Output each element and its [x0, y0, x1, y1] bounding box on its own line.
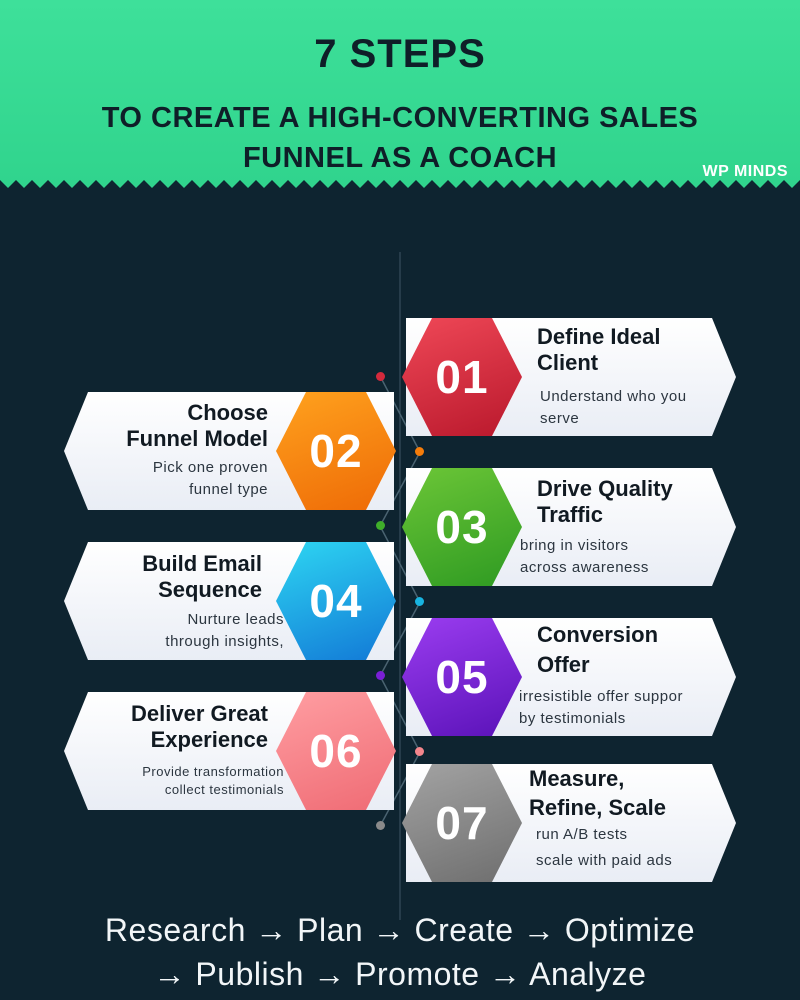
step-title-06-line1: Deliver Great [131, 701, 268, 726]
step-desc-05-line1: irresistible offer suppor [519, 688, 683, 705]
step-title-04-line1: Build Email [142, 551, 262, 576]
process-flow-line-2: → Publish → Promote → Analyze [153, 956, 647, 992]
step-title-02-line2: Funnel Model [126, 426, 268, 451]
subtitle-line-2: FUNNEL AS A COACH [242, 142, 558, 174]
step-desc-02: Pick one proven funnel type [90, 457, 268, 501]
step-hex-07: 07 [402, 764, 522, 882]
step-hex-05: 05 [402, 618, 522, 736]
step-title-01-line2: Client [537, 350, 599, 375]
step-desc-05: irresistible offer suppor by testimonial… [519, 686, 729, 730]
page-subtitle: TO CREATE A HIGH-CONVERTING SALES FUNNEL… [0, 98, 800, 178]
step-title-01-line1: Define Ideal [537, 324, 661, 349]
step-number-02: 02 [309, 425, 363, 477]
step-title-06-line2: Experience [150, 727, 268, 752]
step-hex-04: 04 [276, 542, 396, 660]
step-desc-07-line1: run A/B tests [536, 826, 628, 843]
step-title-02: Choose Funnel Model [80, 400, 268, 452]
step-title-07-line2: Refine, Scale [529, 795, 666, 820]
step-number-07: 07 [435, 797, 489, 849]
step-desc-06-line2: collect testimonials [164, 782, 284, 797]
connector-dot-03 [376, 521, 385, 530]
step-title-03-line1: Drive Quality [537, 476, 673, 501]
step-desc-04-line2: through insights, [165, 633, 284, 650]
step-desc-01-line1: Understand who you [540, 388, 687, 405]
step-title-05-line1: Conversion [537, 622, 659, 647]
step-title-07-line1: Measure, [529, 766, 625, 791]
connector-dot-02 [415, 447, 424, 456]
step-desc-07: run A/B tests scale with paid ads [536, 822, 726, 874]
step-number-06: 06 [309, 725, 363, 777]
step-desc-01: Understand who you serve [540, 386, 725, 430]
connector-dot-06 [415, 747, 424, 756]
step-title-04: Build Email Sequence [80, 551, 262, 603]
step-desc-03-line1: bring in visitors [520, 537, 629, 554]
step-desc-04-line1: Nurture leads [187, 611, 284, 628]
step-desc-05-line2: by testimonials [519, 710, 626, 727]
step-title-03: Drive Quality Traffic [537, 476, 673, 528]
brand-label: WP MINDS [702, 163, 788, 180]
step-title-01: Define Ideal Client [537, 324, 660, 376]
step-title-05-line2: Offer [537, 652, 590, 677]
step-desc-02-line1: Pick one proven [152, 459, 268, 476]
step-desc-03-line2: across awareness [520, 559, 649, 576]
connector-dot-04 [415, 597, 424, 606]
step-desc-06-line1: Provide transformation [142, 764, 284, 779]
step-desc-04: Nurture leads through insights, [90, 609, 284, 653]
subtitle-line-1: TO CREATE A HIGH-CONVERTING SALES [101, 102, 699, 134]
step-title-02-line1: Choose [187, 400, 268, 425]
step-title-05: Conversion Offer [537, 620, 658, 680]
connector-dot-01 [376, 372, 385, 381]
process-flow-line-1: Research → Plan → Create → Optimize [104, 912, 696, 948]
connector-dot-05 [376, 671, 385, 680]
page-title: 7 STEPS [314, 32, 486, 76]
step-number-04: 04 [309, 575, 363, 627]
step-desc-03: bring in visitors across awareness [520, 535, 720, 579]
step-title-06: Deliver Great Experience [80, 701, 268, 753]
header-banner [0, 0, 800, 188]
step-hex-06: 06 [276, 692, 396, 810]
step-title-07: Measure, Refine, Scale [529, 764, 666, 822]
step-desc-02-line2: funnel type [189, 481, 268, 498]
step-number-01: 01 [435, 351, 489, 403]
step-number-03: 03 [435, 501, 489, 553]
step-desc-07-line2: scale with paid ads [536, 852, 673, 869]
step-title-04-line2: Sequence [158, 577, 262, 602]
connector-dot-07 [376, 821, 385, 830]
step-title-03-line2: Traffic [537, 502, 604, 527]
step-desc-01-line2: serve [540, 410, 580, 427]
step-desc-06: Provide transformation collect testimoni… [90, 763, 284, 799]
step-number-05: 05 [435, 651, 489, 703]
